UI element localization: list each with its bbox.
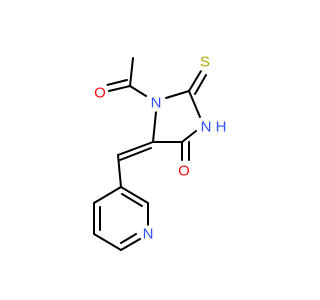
atom-nitrogen-pyridine: N bbox=[143, 226, 154, 243]
atom-oxygen-acetyl: O bbox=[94, 85, 106, 102]
atom-oxygen-carbonyl: O bbox=[178, 163, 190, 180]
atom-labels: O N S N H O N bbox=[93, 53, 228, 243]
bond-methyl-carbonyl bbox=[129, 57, 134, 87]
bond-carbonyl-oxygen-b bbox=[106, 79, 128, 86]
bond-carbonyl-n1 bbox=[129, 85, 147, 97]
bond-c2-sulfur-b bbox=[194, 74, 207, 95]
bond-nh-c4 bbox=[181, 130, 197, 143]
atom-hydrogen-nh: H bbox=[216, 119, 227, 136]
atom-nitrogen-nh: N bbox=[201, 119, 212, 136]
bond-ring-c6-n bbox=[120, 238, 141, 251]
bond-c2-sulfur-a bbox=[188, 70, 202, 92]
molecule-diagram: O N S N H O N bbox=[93, 53, 228, 251]
bond-carbonyl-oxygen-a bbox=[108, 85, 131, 92]
bonds bbox=[93, 57, 207, 251]
bond-n1-c2 bbox=[165, 90, 190, 99]
bond-exocyclic-b bbox=[119, 147, 152, 161]
bond-ring-c3-c4 bbox=[93, 186, 122, 204]
bond-ring-c2-c3 bbox=[120, 186, 149, 204]
bond-c5-n1 bbox=[152, 111, 157, 143]
bond-methine-pyridine bbox=[117, 154, 122, 188]
atom-nitrogen-ring: N bbox=[151, 95, 162, 112]
bond-ring-c2-c3-inner bbox=[121, 193, 143, 207]
structure-canvas: O N S N H O N bbox=[93, 53, 228, 251]
atom-sulfur: S bbox=[200, 54, 210, 71]
bond-exocyclic-a bbox=[117, 141, 154, 156]
bond-c2-nh bbox=[188, 90, 201, 118]
bond-ring-c6-n-inner bbox=[120, 233, 137, 244]
bond-ring-c5-c6 bbox=[93, 233, 122, 251]
